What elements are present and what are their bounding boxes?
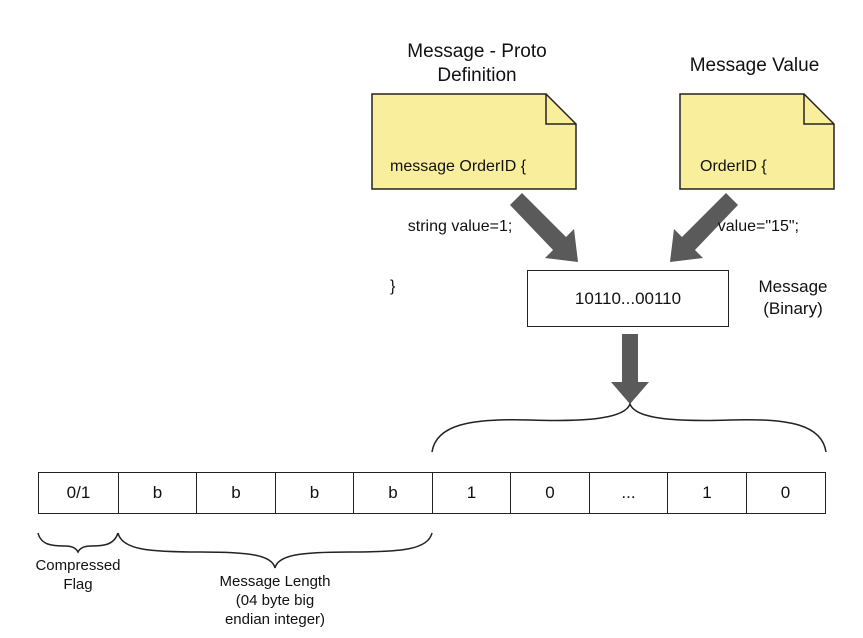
message-length-line1: Message Length (219, 573, 331, 590)
compressed-flag-label: Compressed Flag (18, 556, 138, 594)
proto-note-fold (545, 94, 576, 125)
compressed-flag-line1: Compressed (35, 557, 121, 574)
frame-cell-payload-bit: 1 (667, 472, 747, 514)
arrow-binary-down (611, 334, 649, 404)
frame-cell-length-byte: b (117, 472, 198, 514)
frame-cell-length-byte: b (353, 472, 433, 514)
compressed-flag-line2: Flag (63, 576, 93, 593)
binary-label-line1: Message (758, 277, 828, 296)
proto-code: message OrderID { string value=1; } (390, 117, 526, 317)
frame-cell-payload-bit: 0 (510, 472, 590, 514)
arrow-value-to-binary (670, 193, 738, 262)
payload-brace (431, 401, 827, 453)
value-code-line2: value="15"; (700, 218, 799, 235)
message-length-line3: endian integer) (224, 611, 326, 628)
value-note-fold (803, 94, 834, 125)
compressed-flag-brace (37, 532, 119, 554)
binary-label-line2: (Binary) (763, 299, 823, 318)
message-value-title: Message Value (689, 55, 820, 76)
binary-message-label: Message (Binary) (748, 276, 838, 320)
message-value-note (679, 93, 835, 190)
frame-cell-payload-bit: 1 (431, 472, 512, 514)
frame-cell-length-byte: b (274, 472, 355, 514)
binary-message-box: 10110...00110 (527, 270, 729, 327)
proto-definition-note (371, 93, 577, 190)
proto-code-line3: } (390, 278, 396, 295)
proto-code-line1: message OrderID { (390, 158, 527, 175)
proto-definition-title: Message - Proto Definition (372, 40, 582, 88)
proto-code-line2: string value=1; (390, 218, 513, 235)
message-length-line2: (04 byte big (235, 592, 315, 609)
proto-title-line2: Definition (437, 65, 517, 86)
frame-cell-payload-ellipsis: ... (588, 472, 669, 514)
proto-title-line1: Message - Proto (407, 41, 547, 62)
value-code-line1: OrderID { (700, 158, 767, 175)
message-length-brace (117, 532, 433, 569)
frame-cell-payload-bit: 0 (745, 472, 826, 514)
frame-cell-compressed-flag: 0/1 (38, 472, 119, 514)
arrow-proto-to-binary (510, 193, 578, 262)
frame-cell-length-byte: b (196, 472, 276, 514)
message-length-label: Message Length (04 byte big endian integ… (200, 572, 350, 629)
